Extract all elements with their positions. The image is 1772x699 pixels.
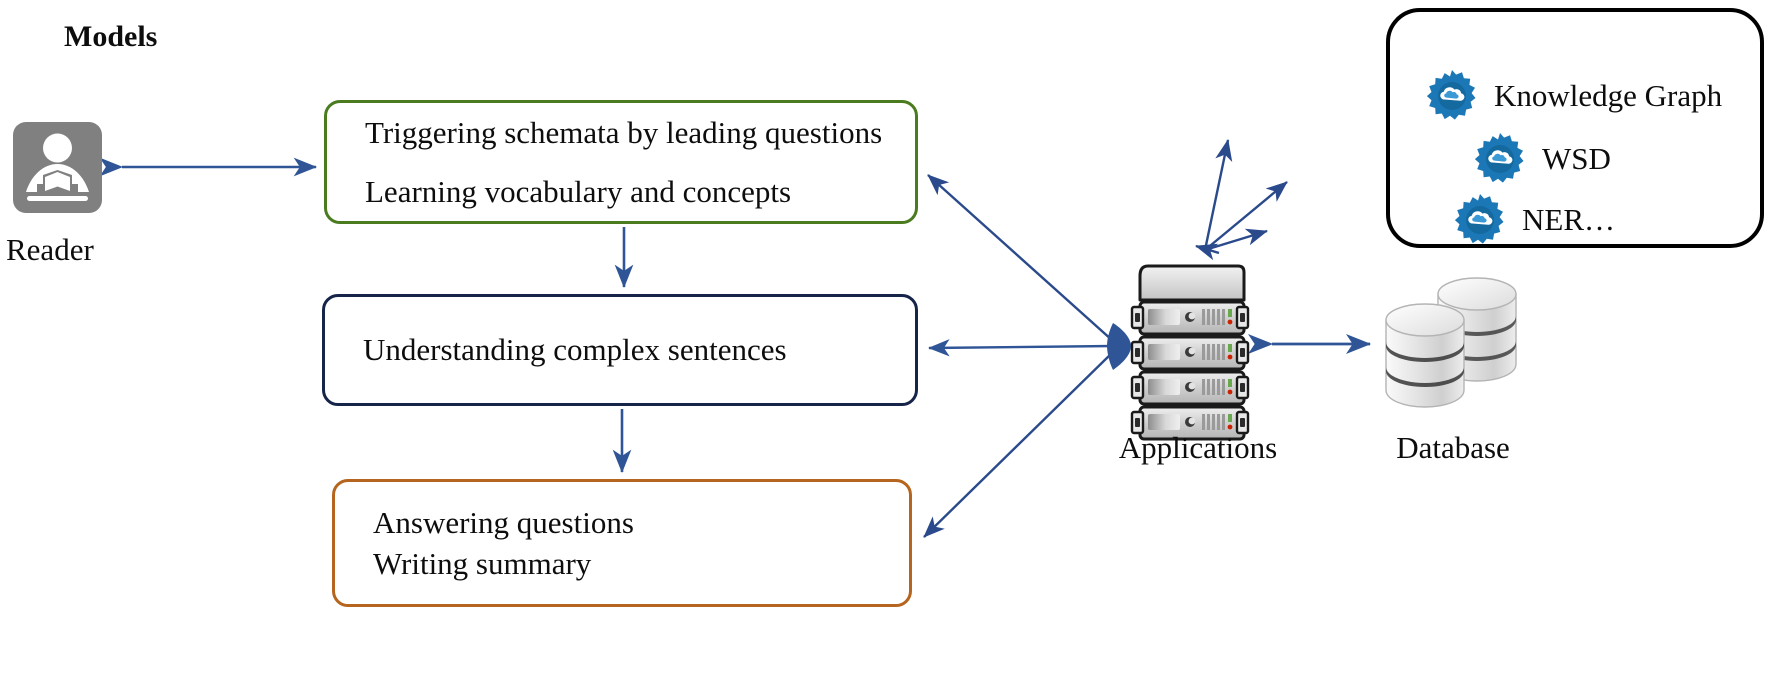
process-line-answering-questions: Answering questions: [373, 504, 634, 540]
reader-label: Reader: [6, 232, 94, 267]
process-line-writing-summary: Writing summary: [373, 546, 592, 581]
model-label-ner: NER…: [1522, 202, 1615, 237]
process-box-answering[interactable]: Answering questions Writing summary: [332, 479, 912, 607]
model-item-knowledge-graph[interactable]: Knowledge Graph: [1424, 68, 1722, 124]
reader-person-book-glyph: [26, 133, 89, 201]
edge-applications-to-models-hub: [1195, 243, 1220, 261]
edge-models-hub-to-wsd: [1204, 181, 1288, 251]
edge-models-hub-to-ner: [1204, 228, 1268, 252]
database-cylinders-icon: [1376, 268, 1528, 418]
models-panel-title: Models: [64, 20, 158, 53]
database-label: Database: [1396, 430, 1510, 465]
process-line-learning-vocabulary: Learning vocabulary and concepts: [365, 174, 792, 209]
server-rack-icon: [1126, 262, 1262, 446]
process-line-understanding-complex-sentences: Understanding complex sentences: [363, 332, 787, 368]
edge-applications-to-answering: [923, 351, 1114, 538]
edge-models-hub-to-knowledge-graph: [1203, 139, 1233, 251]
process-line-triggering-schemata: Triggering schemata by leading questions: [365, 114, 883, 150]
edge-applications-to-understanding: [928, 339, 1114, 357]
gear-cloud-icon: [1454, 194, 1504, 244]
process-box-schemata[interactable]: Triggering schemata by leading questions…: [324, 100, 918, 224]
reader-icon: [13, 122, 102, 213]
server-rack-glyph: [1130, 264, 1250, 441]
model-item-ner[interactable]: NER…: [1452, 192, 1615, 248]
models-panel: [1386, 8, 1764, 248]
applications-label: Applications: [1118, 430, 1278, 465]
gear-cloud-icon: [1426, 70, 1476, 120]
model-item-wsd[interactable]: WSD: [1472, 131, 1611, 187]
model-label-knowledge-graph: Knowledge Graph: [1494, 78, 1723, 113]
model-label-wsd: WSD: [1542, 141, 1611, 176]
process-box-understanding[interactable]: Understanding complex sentences: [322, 294, 918, 406]
edge-applications-to-schemata: [927, 174, 1114, 342]
gear-cloud-icon: [1474, 133, 1524, 183]
database-cylinders-glyph: [1385, 277, 1517, 408]
